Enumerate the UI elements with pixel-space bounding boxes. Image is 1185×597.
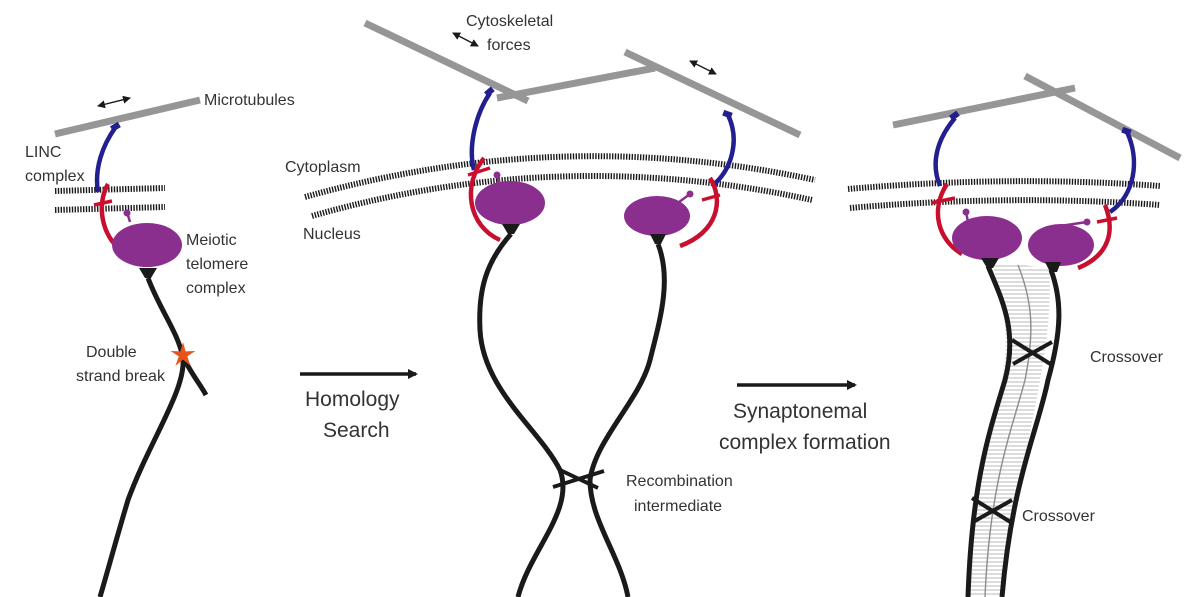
nuclear-envelope [305,156,815,216]
label-synaptonemal: Synaptonemal [733,400,867,423]
kash-protein [97,128,115,192]
label-cytoplasm: Cytoplasm [285,159,361,176]
label-meiotic-3: complex [186,280,246,297]
kash-protein [712,115,734,186]
label-homology: Homology [305,388,400,411]
chromosome [100,278,183,597]
homology-search-step: Homology Search [300,374,416,442]
label-dsb-2: strand break [76,368,166,385]
microtubule [55,100,200,134]
panel-1: Microtubules LINC complex Meiotic telome… [25,92,295,597]
label-cytoskeletal-1: Cytoskeletal [466,13,553,30]
label-complex-formation: complex formation [719,431,891,454]
force-double-arrow [98,98,130,106]
label-nucleus: Nucleus [303,226,361,243]
panel-2: Cytoskeletal forces Cytoplasm Nucleus Re… [285,13,815,597]
label-crossover-1: Crossover [1090,349,1164,366]
force-double-arrow [690,61,716,74]
label-dsb-1: Double [86,344,137,361]
label-linc-1: LINC [25,144,61,161]
label-meiotic-1: Meiotic [186,232,237,249]
dsb-overhang [184,358,206,395]
telomere-cap [139,268,157,278]
label-search: Search [323,419,390,442]
microtubule-left [365,23,528,101]
nuclear-envelope [55,188,165,210]
microtubule-right [625,52,800,135]
chromosome-right [590,244,664,597]
meiotic-telomere-complex [952,216,1022,260]
label-cytoskeletal-2: forces [487,37,531,54]
label-microtubules: Microtubules [204,92,295,109]
label-recombination-1: Recombination [626,473,733,490]
label-linc-2: complex [25,168,85,185]
nuclear-envelope [848,181,1160,208]
label-recombination-2: intermediate [634,498,722,515]
telomere-link-dot [124,210,131,217]
label-meiotic-2: telomere [186,256,248,273]
microtubule-right [1025,76,1180,158]
label-crossover-2: Crossover [1022,508,1096,525]
meiotic-telomere-complex [1028,224,1094,266]
meiotic-telomere-complex [112,223,182,267]
force-double-arrow [453,33,478,46]
panel-3: Crossover Crossover [848,76,1180,597]
microtubule-left [893,88,1075,125]
meiotic-telomere-complex [475,181,545,225]
sc-formation-step: Synaptonemal complex formation [719,385,891,454]
chromosome-left [480,234,563,597]
kash-protein [936,118,955,186]
meiotic-telomere-complex [624,196,690,236]
microtubule-middle [497,68,655,98]
